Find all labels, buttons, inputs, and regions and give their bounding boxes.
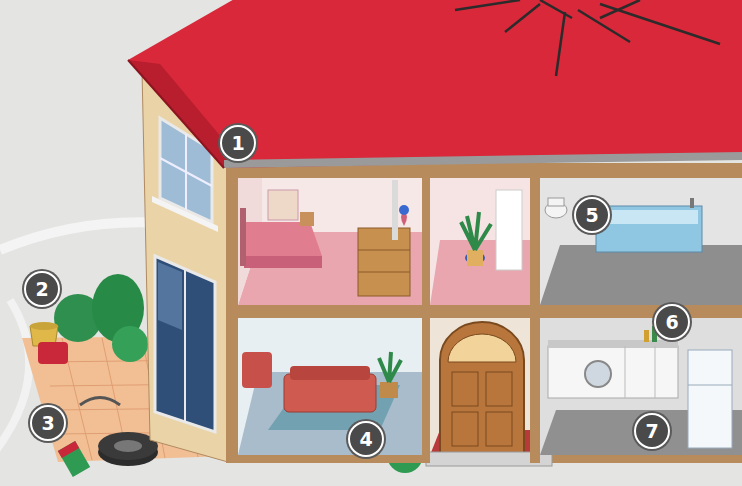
callout-number: 1 <box>220 125 256 161</box>
callout-number: 7 <box>634 413 670 449</box>
bedroom <box>392 180 398 240</box>
house-frame <box>226 163 742 463</box>
bedroom <box>358 250 410 251</box>
kitchen <box>655 346 656 398</box>
bathroom <box>690 198 694 208</box>
mosquito <box>540 0 572 18</box>
entrance <box>430 318 530 455</box>
entrance <box>486 412 512 446</box>
bedroom <box>300 212 314 226</box>
hall-room <box>430 178 530 305</box>
hall-room <box>496 190 522 270</box>
living-room <box>380 382 398 398</box>
kitchen <box>625 346 626 398</box>
bedroom <box>358 272 410 273</box>
roof <box>128 60 224 168</box>
entrance <box>486 372 512 406</box>
callout-number: 6 <box>654 304 690 340</box>
side-wall <box>184 269 186 422</box>
containers <box>58 441 79 458</box>
bedroom <box>238 178 422 305</box>
mosquito <box>505 4 540 32</box>
containers <box>80 398 120 406</box>
bedroom <box>244 256 322 268</box>
living-room <box>238 318 422 455</box>
kitchen <box>540 318 742 455</box>
kitchen <box>540 318 742 455</box>
callout-number: 3 <box>30 405 66 441</box>
roof <box>224 152 742 168</box>
living-room <box>379 352 401 382</box>
side-wall <box>155 256 215 432</box>
side-wall <box>158 262 182 330</box>
mosquito <box>455 0 720 76</box>
containers <box>98 432 158 460</box>
entrance <box>440 322 524 455</box>
side-wall <box>160 158 212 186</box>
living-room <box>238 318 422 455</box>
bedroom <box>240 222 322 256</box>
side-wall <box>152 196 218 232</box>
entrance <box>452 412 478 446</box>
mosquito <box>578 10 630 42</box>
floor-beams <box>226 165 742 463</box>
mosquito <box>600 0 640 18</box>
bushes <box>112 326 148 362</box>
house-frame <box>226 163 742 463</box>
bathroom <box>596 206 702 252</box>
callout-number: 2 <box>24 271 60 307</box>
hall-room <box>430 178 530 305</box>
kitchen <box>585 361 611 387</box>
living-room <box>242 352 272 388</box>
background <box>0 300 29 470</box>
kitchen <box>548 346 678 398</box>
hall-room <box>467 250 483 266</box>
floor-beams <box>422 165 430 463</box>
containers <box>58 441 90 477</box>
entrance <box>452 372 478 406</box>
kitchen <box>688 350 732 448</box>
containers <box>114 440 142 452</box>
hall-room <box>461 212 491 250</box>
callout-number: 5 <box>574 197 610 233</box>
bathroom <box>600 210 698 224</box>
bedroom <box>268 190 298 220</box>
bathroom <box>540 178 742 305</box>
entrance <box>448 334 516 362</box>
bedroom <box>358 228 410 296</box>
containers <box>38 342 68 364</box>
bedroom <box>238 178 422 305</box>
mosquito <box>556 12 565 76</box>
containers <box>30 322 158 477</box>
roof <box>128 60 232 168</box>
bedroom <box>399 205 409 215</box>
mosquito <box>455 0 520 10</box>
floor-beams <box>530 165 540 463</box>
bathroom <box>540 245 742 305</box>
roof <box>128 0 742 168</box>
kitchen <box>688 385 732 386</box>
callout-number: 4 <box>348 421 384 457</box>
bedroom <box>240 208 246 266</box>
kitchen <box>644 330 649 342</box>
bathroom <box>548 198 564 206</box>
kitchen <box>548 340 678 348</box>
living-room <box>290 366 370 380</box>
containers <box>30 322 58 330</box>
bathroom <box>540 178 742 305</box>
roof <box>128 0 742 168</box>
